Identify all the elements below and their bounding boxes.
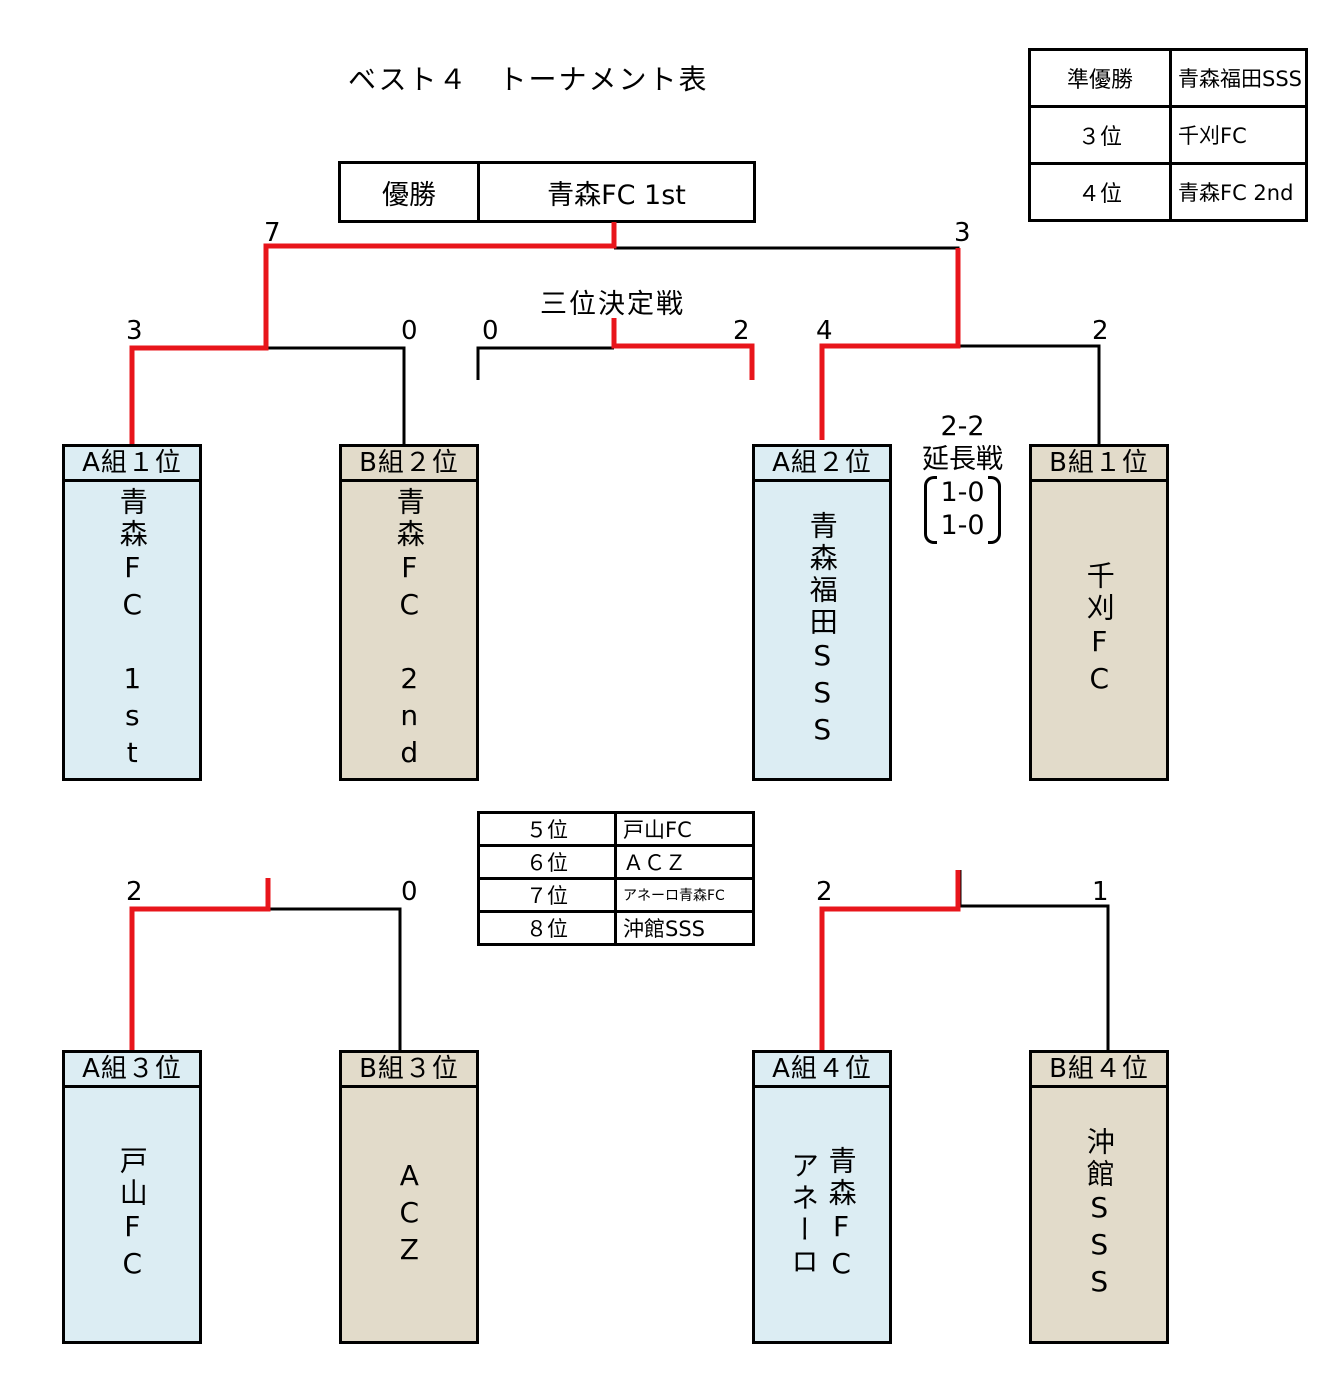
rank-team: 青森FC 2nd xyxy=(1169,162,1308,222)
rank-team: アネーロ青森FC xyxy=(614,877,755,913)
bracket-red-lines xyxy=(129,222,961,1052)
team-card-b4: B組４位 沖館SSS xyxy=(1029,1050,1169,1344)
team-name: 青森FC 2nd xyxy=(392,487,426,773)
score-final-right: 3 xyxy=(954,218,971,248)
score-low1-right: 0 xyxy=(401,877,418,907)
rank-place: ６位 xyxy=(477,844,617,880)
team-group-label: B組２位 xyxy=(342,447,476,482)
rank-team: 千刈FC xyxy=(1169,105,1308,165)
team-name: 沖館SSS xyxy=(1082,1127,1116,1302)
rank-team: 沖館SSS xyxy=(614,910,755,946)
champion-label: 優勝 xyxy=(338,161,480,223)
team-name-part: アネーロ xyxy=(787,1150,820,1279)
low2-win-line xyxy=(819,870,961,1052)
score-low2-right: 1 xyxy=(1092,877,1109,907)
team-name: 戸山FC xyxy=(115,1145,149,1284)
team-group-label: A組３位 xyxy=(65,1053,199,1088)
team-group-label: B組１位 xyxy=(1032,447,1166,482)
score-semi2-left: 4 xyxy=(816,316,833,346)
rank-row: ４位 青森FC 2nd xyxy=(1028,162,1308,222)
left-bracket-icon xyxy=(924,476,938,544)
rank-place: 準優勝 xyxy=(1028,48,1172,108)
team-card-a2: A組２位 青森福田SSS xyxy=(752,444,892,781)
rank-place: ３位 xyxy=(1028,105,1172,165)
rank-team: 青森福田SSS xyxy=(1169,48,1308,108)
rank-team: 戸山FC xyxy=(614,811,755,847)
rank-row: ３位 千刈FC xyxy=(1028,105,1308,165)
lower-ranks-table: ５位 戸山FC ６位 ＡＣＺ ７位 アネーロ青森FC ８位 沖館SSS xyxy=(477,811,755,946)
team-card-a3: A組３位 戸山FC xyxy=(62,1050,202,1344)
extra-time-label: 延長戦 xyxy=(922,444,1003,475)
team-name: 千刈FC xyxy=(1082,561,1116,699)
team-card-b2: B組２位 青森FC 2nd xyxy=(339,444,479,781)
page-title: ベスト４ トーナメント表 xyxy=(348,63,709,96)
team-name-part: 青森FC xyxy=(824,1145,858,1284)
extra-time-note: 2-2 延長戦 1-0 1-0 xyxy=(905,410,1020,544)
rank-row: ７位 アネーロ青森FC xyxy=(477,877,755,913)
score-third-left: 0 xyxy=(482,316,499,346)
low1-win-line xyxy=(129,878,271,1052)
extra-time-half2: 1-0 xyxy=(940,510,985,541)
rank-row: ６位 ＡＣＺ xyxy=(477,844,755,880)
team-name: ACZ xyxy=(392,1159,426,1270)
champion-team: 青森FC 1st xyxy=(477,161,756,223)
team-card-b3: B組３位 ACZ xyxy=(339,1050,479,1344)
team-group-label: B組４位 xyxy=(1032,1053,1166,1088)
team-name: 青森FC 1st xyxy=(115,487,149,773)
extra-time-halves: 1-0 1-0 xyxy=(924,476,1001,544)
semi2-win-line xyxy=(819,248,961,440)
score-semi1-right: 0 xyxy=(401,316,418,346)
team-card-a1: A組１位 青森FC 1st xyxy=(62,444,202,781)
score-low2-left: 2 xyxy=(816,877,833,907)
score-semi1-left: 3 xyxy=(126,316,143,346)
rank-place: ７位 xyxy=(477,877,617,913)
right-bracket-icon xyxy=(987,476,1001,544)
third-win-line xyxy=(611,318,755,380)
rank-row: ５位 戸山FC xyxy=(477,811,755,847)
rank-team: ＡＣＺ xyxy=(614,844,755,880)
final-win-line xyxy=(129,222,617,446)
rank-place: ５位 xyxy=(477,811,617,847)
team-group-label: B組３位 xyxy=(342,1053,476,1088)
semi1-right-line xyxy=(266,346,406,446)
team-card-a4: A組４位 アネーロ 青森FC xyxy=(752,1050,892,1344)
rank-place: ８位 xyxy=(477,910,617,946)
rank-place: ４位 xyxy=(1028,162,1172,222)
low1-right-line xyxy=(268,907,402,1052)
top-ranks-table: 準優勝 青森福田SSS ３位 千刈FC ４位 青森FC 2nd xyxy=(1028,48,1308,222)
third-left-line xyxy=(476,346,614,380)
team-group-label: A組１位 xyxy=(65,447,199,482)
team-card-b1: B組１位 千刈FC xyxy=(1029,444,1169,781)
extra-time-half1: 1-0 xyxy=(940,477,985,508)
score-semi2-right: 2 xyxy=(1092,316,1109,346)
team-group-label: A組２位 xyxy=(755,447,889,482)
score-third-right: 2 xyxy=(733,316,750,346)
rank-row: ８位 沖館SSS xyxy=(477,910,755,946)
semi2-right-line xyxy=(958,344,1101,446)
third-place-title: 三位決定戦 xyxy=(540,289,685,320)
champion-box: 優勝 青森FC 1st xyxy=(338,161,756,223)
score-low1-left: 2 xyxy=(126,877,143,907)
low2-right-line xyxy=(958,870,1110,1050)
team-group-label: A組４位 xyxy=(755,1053,889,1088)
rank-row: 準優勝 青森福田SSS xyxy=(1028,48,1308,108)
score-final-left: 7 xyxy=(264,218,281,248)
extra-time-score: 2-2 xyxy=(940,411,985,442)
team-name: 青森福田SSS xyxy=(805,510,839,750)
